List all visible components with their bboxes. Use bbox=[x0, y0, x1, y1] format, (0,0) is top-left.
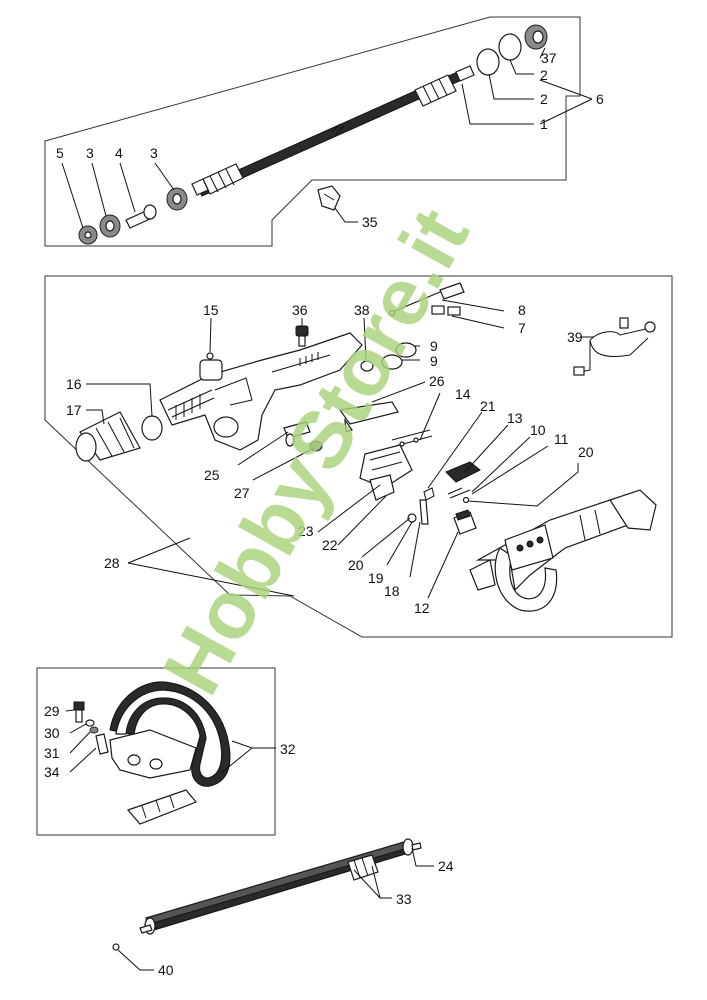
cable-7-8 bbox=[388, 282, 465, 317]
leaders-handle bbox=[86, 299, 594, 599]
label-1: 1 bbox=[540, 116, 548, 132]
label-34: 34 bbox=[44, 764, 60, 780]
label-5: 5 bbox=[56, 145, 64, 161]
label-40: 40 bbox=[158, 962, 174, 978]
label-23: 23 bbox=[298, 523, 314, 539]
label-13: 13 bbox=[507, 410, 523, 426]
section-frame-loop-handle bbox=[36, 667, 276, 836]
label-14: 14 bbox=[455, 386, 471, 402]
label-22: 22 bbox=[322, 537, 338, 553]
label-6: 6 bbox=[596, 91, 604, 107]
label-37: 37 bbox=[541, 50, 557, 66]
label-33: 33 bbox=[396, 891, 412, 907]
label-18: 18 bbox=[384, 583, 400, 599]
label-20: 20 bbox=[348, 557, 364, 573]
label-8: 8 bbox=[518, 302, 526, 318]
label-11: 11 bbox=[554, 431, 569, 447]
spring-11 bbox=[447, 487, 471, 504]
label-31: 31 bbox=[44, 745, 60, 761]
bushing-38 bbox=[360, 360, 374, 372]
label-2: 2 bbox=[540, 67, 548, 83]
label-4: 4 bbox=[115, 145, 123, 161]
bearing-3-left bbox=[99, 214, 121, 238]
pin-18 bbox=[419, 499, 429, 525]
o-ring-9b bbox=[381, 354, 403, 370]
handle-housing bbox=[159, 332, 363, 451]
o-ring-2a bbox=[476, 48, 500, 76]
screw-36 bbox=[295, 325, 309, 347]
label-39: 39 bbox=[567, 329, 583, 345]
label-21: 21 bbox=[480, 398, 496, 414]
section-frame-shaft bbox=[44, 16, 581, 247]
label-19: 19 bbox=[368, 570, 384, 586]
spacer-34 bbox=[95, 733, 109, 755]
label-7: 7 bbox=[518, 320, 526, 336]
label-36: 36 bbox=[292, 302, 308, 318]
label-3: 3 bbox=[86, 145, 94, 161]
label-9: 9 bbox=[430, 338, 438, 354]
bushing-37 bbox=[524, 24, 548, 50]
watermark-text: HobbyStore.it bbox=[146, 194, 486, 708]
tube-24 bbox=[139, 838, 422, 935]
label-10: 10 bbox=[530, 422, 546, 438]
button-cover-13 bbox=[445, 461, 481, 483]
callout-labels: 1 2 2 37 6 5 3 4 3 35 15 36 38 8 7 39 9 … bbox=[44, 50, 604, 978]
leaders-tube bbox=[117, 847, 434, 971]
label-26: 26 bbox=[429, 373, 445, 389]
label-17: 17 bbox=[66, 402, 82, 418]
label-20: 20 bbox=[578, 444, 594, 460]
o-ring-16 bbox=[141, 415, 163, 441]
loop-handle-32 bbox=[109, 681, 231, 825]
label-32: 32 bbox=[280, 741, 296, 757]
label-28: 28 bbox=[104, 555, 120, 571]
washer-30 bbox=[85, 719, 95, 727]
screw-15 bbox=[206, 352, 214, 360]
clip-35 bbox=[317, 185, 341, 211]
drive-shaft bbox=[191, 65, 475, 197]
label-27: 27 bbox=[234, 485, 250, 501]
bearing-3-right bbox=[166, 187, 188, 211]
label-3: 3 bbox=[150, 145, 158, 161]
wire-harness-39 bbox=[573, 317, 656, 376]
washer-5 bbox=[78, 225, 98, 245]
leaders-loop bbox=[65, 709, 276, 775]
label-24: 24 bbox=[438, 858, 454, 874]
cap-17 bbox=[75, 411, 141, 462]
leaders-shaft bbox=[61, 47, 593, 229]
handle-assembly-28 bbox=[469, 489, 657, 612]
washer-19 bbox=[407, 513, 417, 523]
label-38: 38 bbox=[354, 302, 370, 318]
pin-25 bbox=[283, 421, 311, 447]
spring-21 bbox=[423, 487, 435, 501]
label-25: 25 bbox=[204, 467, 220, 483]
o-ring-40 bbox=[112, 943, 120, 951]
label-9: 9 bbox=[430, 353, 438, 369]
label-29: 29 bbox=[44, 703, 60, 719]
label-12: 12 bbox=[414, 600, 430, 616]
o-ring-2b bbox=[498, 33, 522, 61]
o-ring-9a bbox=[395, 342, 417, 358]
shaft-pin-4 bbox=[125, 204, 157, 229]
lever-26 bbox=[338, 401, 399, 433]
label-30: 30 bbox=[44, 725, 60, 741]
label-2: 2 bbox=[540, 91, 548, 107]
trigger-assembly bbox=[359, 429, 433, 501]
washer-31 bbox=[89, 726, 99, 734]
screw-29 bbox=[73, 701, 85, 723]
label-35: 35 bbox=[362, 214, 378, 230]
label-16: 16 bbox=[66, 376, 82, 392]
label-15: 15 bbox=[203, 302, 219, 318]
switch-12 bbox=[453, 509, 477, 535]
